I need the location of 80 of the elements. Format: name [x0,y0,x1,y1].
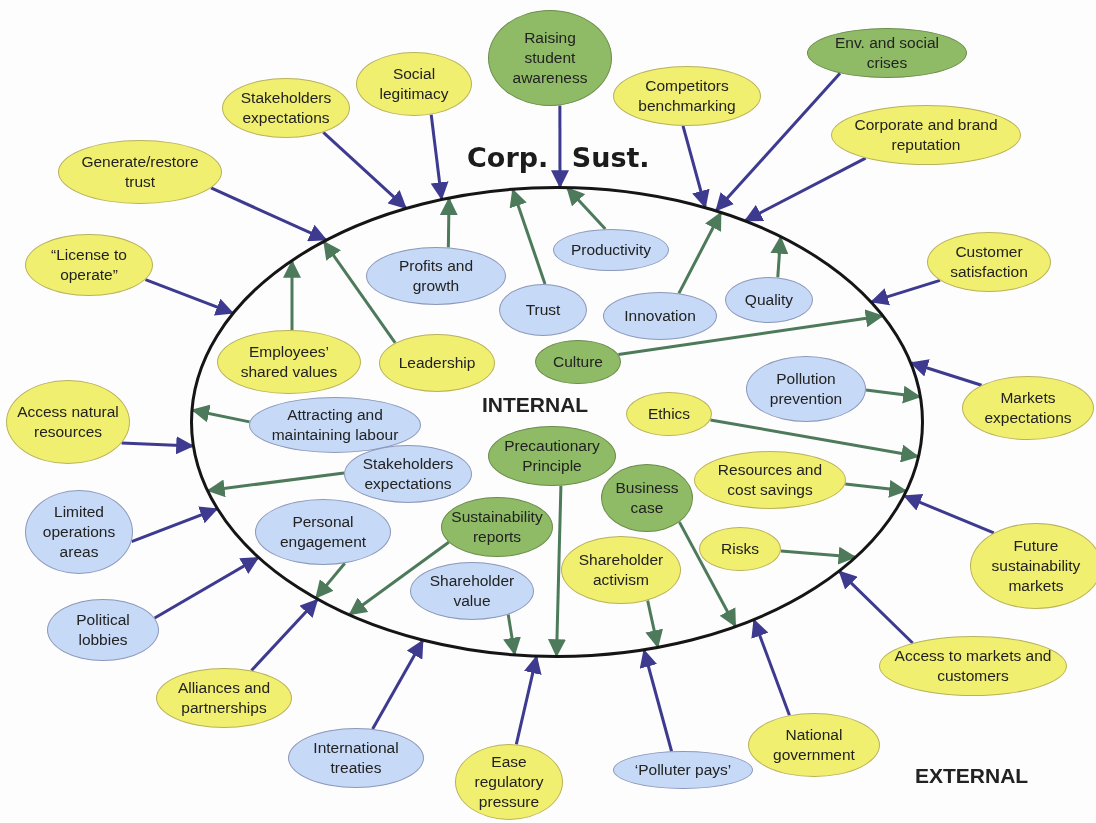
ellipse-node: Stakeholders expectations [222,78,350,138]
ellipse-node: Markets expectations [962,376,1094,440]
arrow [348,541,450,616]
ellipse-node: Stakeholders expectations [344,445,472,503]
arrow [191,404,250,424]
ellipse-node: Sustainability reports [441,497,553,557]
ellipse-node: Generate/restore trust [58,140,222,204]
ellipse-node: Future sustainability markets [970,523,1096,609]
arrow [547,485,566,658]
arrow [323,240,397,344]
arrow [371,639,424,730]
arrow [210,186,328,242]
arrow [429,114,449,201]
ellipse-node: Shareholder activism [561,536,681,604]
arrow [322,131,407,209]
ellipse-heading: Corp. Sust. [467,142,650,173]
ellipse-node: Personal engagement [255,499,391,565]
ellipse-node: Leadership [379,334,495,392]
ellipse-node: International treaties [288,728,424,788]
arrow [838,570,914,645]
ellipse-node: Business case [601,464,693,532]
arrow [645,600,663,649]
arrow [618,309,884,356]
arrow [681,125,710,209]
ellipse-node: Customer satisfaction [927,232,1051,292]
arrow [144,278,234,316]
ellipse-node: Pollution prevention [746,356,866,422]
region-label: EXTERNAL [915,764,1029,788]
ellipse-node: Corporate and brand reputation [831,105,1021,165]
arrow [870,278,941,306]
arrow [780,546,857,565]
ellipse-node: Political lobbies [47,599,159,661]
ellipse-node: Alliances and partnerships [156,668,292,728]
arrow [503,614,521,656]
arrow [514,655,542,745]
arrow [744,156,867,222]
ellipse-node: Ethics [626,392,712,436]
ellipse-node: Profits and growth [366,247,506,305]
ellipse-node: Shareholder value [410,562,534,620]
arrow [678,521,737,628]
ellipse-node: “License to operate” [25,234,153,296]
arrow [131,506,219,544]
arrow [250,598,319,672]
arrow [283,259,301,331]
arrow [909,359,983,387]
arrow [710,418,920,463]
region-label: INTERNAL [482,393,589,417]
ellipse-node: Attracting and maintaining labour [249,397,421,453]
arrow [845,479,908,498]
arrow [509,188,547,285]
arrow [751,618,791,716]
arrow [550,105,569,189]
arrow [566,187,607,231]
arrow [439,197,458,248]
arrow [153,556,260,620]
ellipse-node: National government [748,713,880,777]
ellipse-node: Access to markets and customers [879,636,1067,696]
ellipse-node: Social legitimacy [356,52,472,116]
arrow [770,235,789,278]
ellipse-node: Ease regulatory pressure [455,744,563,820]
ellipse-node: Employees’ shared values [217,330,361,394]
ellipse-node: Access natural resources [6,380,130,464]
ellipse-node: Risks [699,527,781,571]
ellipse-node: Culture [535,340,621,384]
ellipse-node: Trust [499,284,587,336]
arrow [903,494,995,535]
ellipse-node: Limited operations areas [25,490,133,574]
ellipse-node: Competitors benchmarking [613,66,761,126]
ellipse-node: Env. and social crises [807,28,967,78]
arrow [639,649,673,752]
ellipse-node: Innovation [603,292,717,340]
ellipse-node: Productivity [553,229,669,271]
ellipse-node: Quality [725,277,813,323]
arrow [715,72,842,212]
ellipse-node: ‘Polluter pays’ [613,751,753,789]
arrow [865,385,922,404]
ellipse-node: Raising student awareness [488,10,612,106]
ellipse-node: Resources and cost savings [694,451,846,509]
ellipse-node: Precautionary Principle [488,426,616,486]
arrow [206,471,345,498]
